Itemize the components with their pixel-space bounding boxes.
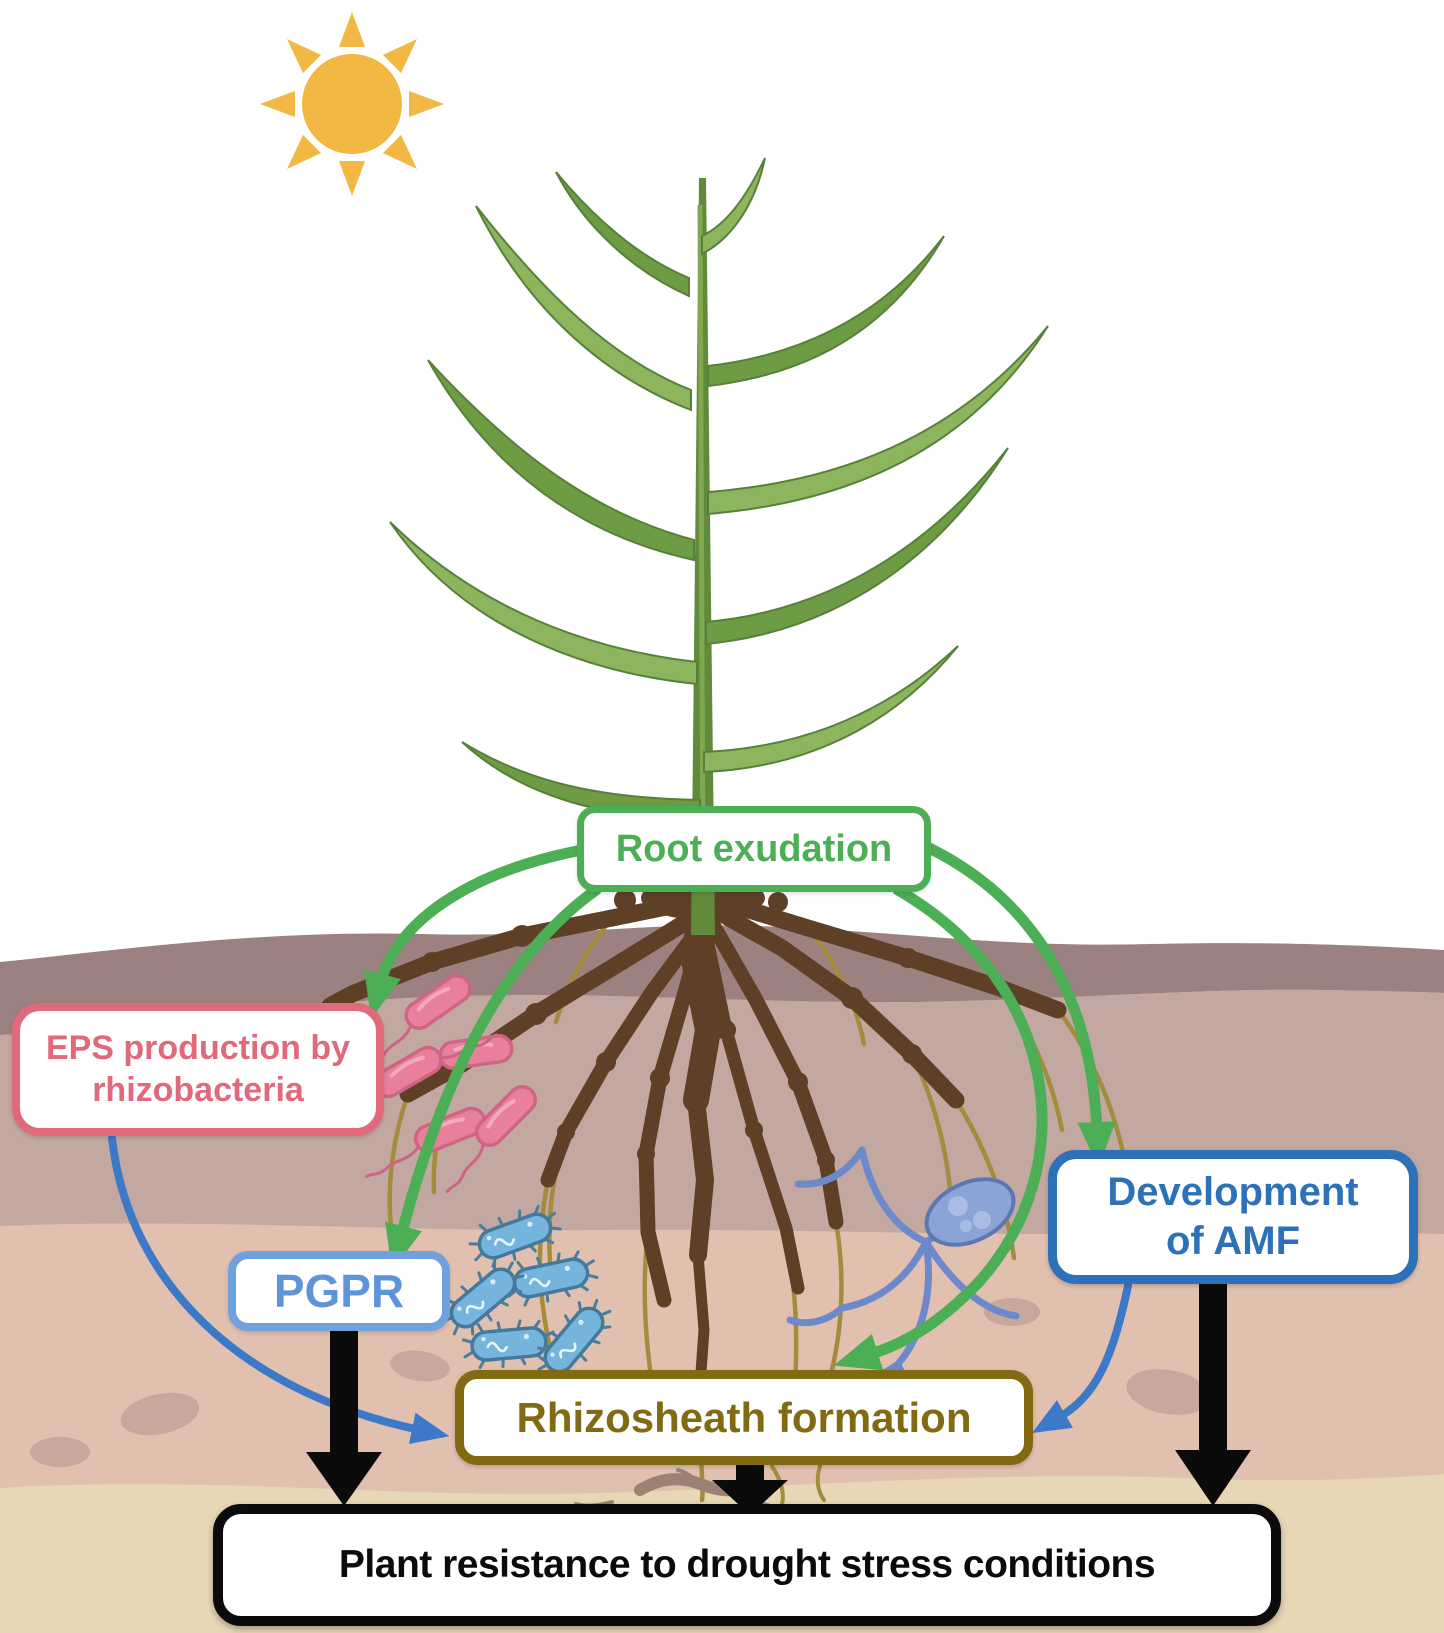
corn-plant-icon bbox=[389, 157, 1049, 935]
sun-icon bbox=[260, 12, 444, 196]
amf-development-box: Development of AMF bbox=[1048, 1150, 1418, 1284]
root-exudation-label: Root exudation bbox=[615, 827, 893, 870]
drought-resistance-outcome-label: Plant resistance to drought stress condi… bbox=[338, 1543, 1156, 1587]
rhizosheath-formation-label: Rhizosheath formation bbox=[516, 1393, 972, 1441]
rhizosheath-formation-box: Rhizosheath formation bbox=[455, 1370, 1033, 1465]
eps-production-label: EPS production by rhizobacteria bbox=[45, 1029, 351, 1109]
black-arrow-amf-to-outcome bbox=[1175, 1280, 1251, 1506]
soil-pebble-icon bbox=[390, 1350, 450, 1382]
amf-development-label: Development of AMF bbox=[1107, 1170, 1359, 1263]
green-arrow-to-eps bbox=[364, 844, 588, 1019]
black-arrows bbox=[306, 1280, 1251, 1515]
green-arrow-to-pgpr bbox=[385, 884, 602, 1271]
green-arrows bbox=[364, 840, 1116, 1371]
soil-pebbles bbox=[30, 1298, 1210, 1467]
soil-pebble-icon bbox=[30, 1437, 90, 1467]
soil-pebble-icon bbox=[1126, 1369, 1210, 1415]
green-arrow-to-amf bbox=[919, 840, 1116, 1168]
root-exudation-box: Root exudation bbox=[577, 806, 931, 892]
pgpr-box: PGPR bbox=[228, 1251, 450, 1331]
drought-resistance-outcome-box: Plant resistance to drought stress condi… bbox=[213, 1504, 1281, 1626]
black-arrow-pgpr-to-outcome bbox=[306, 1326, 382, 1506]
blue-arrow-amf-to-rhizosheath bbox=[1032, 1282, 1132, 1434]
eps-production-box: EPS production by rhizobacteria bbox=[12, 1003, 384, 1136]
soil-pebble-icon bbox=[120, 1392, 200, 1436]
pgpr-label: PGPR bbox=[273, 1264, 405, 1317]
green-arrow-to-rhizosheath bbox=[833, 884, 1048, 1371]
